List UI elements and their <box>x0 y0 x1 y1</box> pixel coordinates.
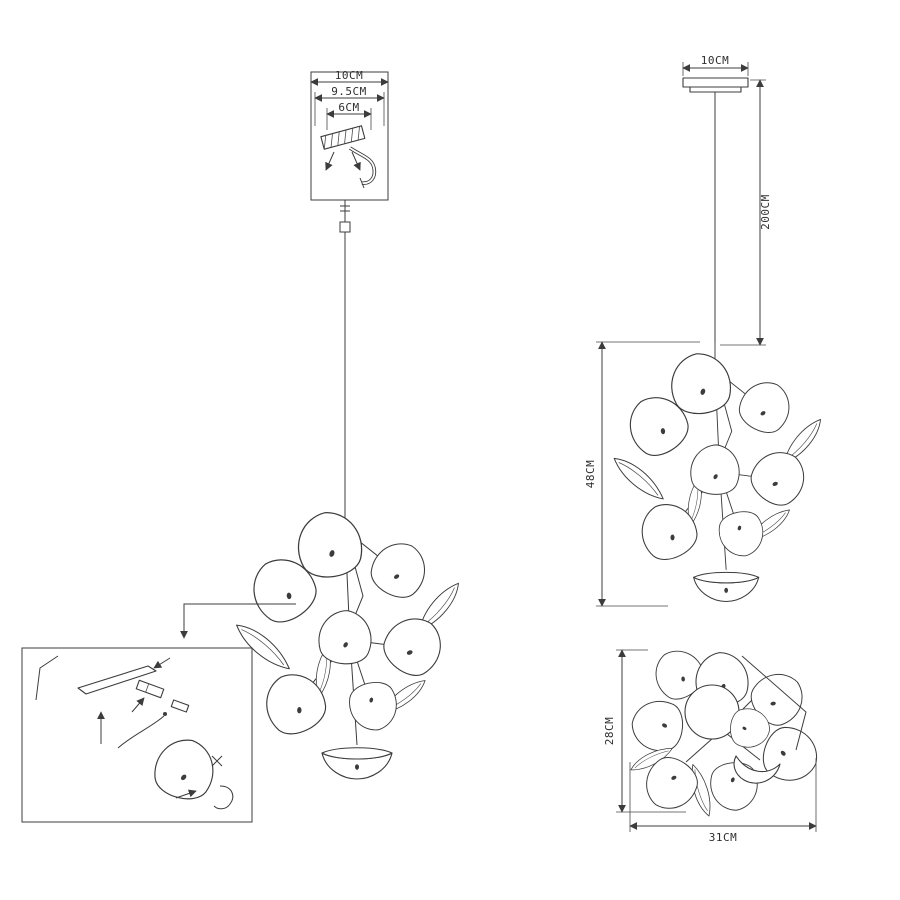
dim-label-plan-depth: 28CM <box>603 717 616 746</box>
petal-part <box>148 732 221 806</box>
parts-detail-box <box>21 647 253 823</box>
canopy-cable <box>349 146 377 189</box>
plan-view: 28CM 31CM <box>603 640 826 844</box>
dim-label-hole-spacing: 6CM <box>338 101 359 114</box>
canopy-detail-view: 10CM 9.5CM 6CM <box>310 69 389 201</box>
dimension-plan-width: 31CM <box>629 758 817 844</box>
bowl-top-view <box>733 755 781 784</box>
petal-shade <box>629 698 686 754</box>
cable-connector <box>339 200 351 233</box>
dimension-canopy-width: 10CM <box>682 54 749 76</box>
petal-cluster-plan <box>627 640 826 820</box>
front-elevation-view <box>232 200 465 779</box>
dim-label-canopy-width: 10CM <box>701 54 730 67</box>
bracket-arrow-right <box>351 151 361 171</box>
detail-arrow-2 <box>131 697 145 713</box>
dimension-fixture-height: 48CM <box>584 341 700 607</box>
dimension-hole-spacing: 6CM <box>326 101 372 130</box>
dimension-cable-length: 200CM <box>720 79 772 346</box>
detail-box-frame <box>21 647 253 823</box>
petal-edge-on <box>741 655 807 751</box>
dim-label-canopy-inner: 9.5CM <box>331 85 367 98</box>
hook-wire-part <box>213 785 234 810</box>
detail-arrow-1 <box>153 657 171 669</box>
petal-cluster-side <box>610 342 827 601</box>
dimension-plan-depth: 28CM <box>603 649 686 813</box>
side-elevation-view: 10CM 200CM 48CM <box>584 54 827 607</box>
dim-label-plan-width: 31CM <box>709 831 738 844</box>
wire-hook-part <box>117 712 167 749</box>
petal-cluster-front <box>232 500 465 779</box>
ceiling-plate <box>682 77 749 93</box>
x-mark <box>211 755 223 767</box>
detail-leader-arrow <box>180 603 296 639</box>
petal-edge-view-part <box>77 665 157 695</box>
detail-arrow-3 <box>175 789 197 799</box>
dim-label-canopy-outer: 10CM <box>335 69 364 82</box>
dimension-canopy-outer: 10CM <box>310 69 389 86</box>
dimension-canopy-inner: 9.5CM <box>314 85 385 126</box>
bent-rod-part <box>35 655 59 701</box>
dim-label-cable-length: 200CM <box>759 194 772 230</box>
socket-connector-part <box>135 679 165 699</box>
dim-label-fixture-height: 48CM <box>584 460 597 489</box>
mounting-bracket <box>320 125 366 150</box>
canopy-outline <box>310 71 389 201</box>
small-connector-part <box>170 699 190 713</box>
bracket-arrow-left <box>325 151 335 171</box>
